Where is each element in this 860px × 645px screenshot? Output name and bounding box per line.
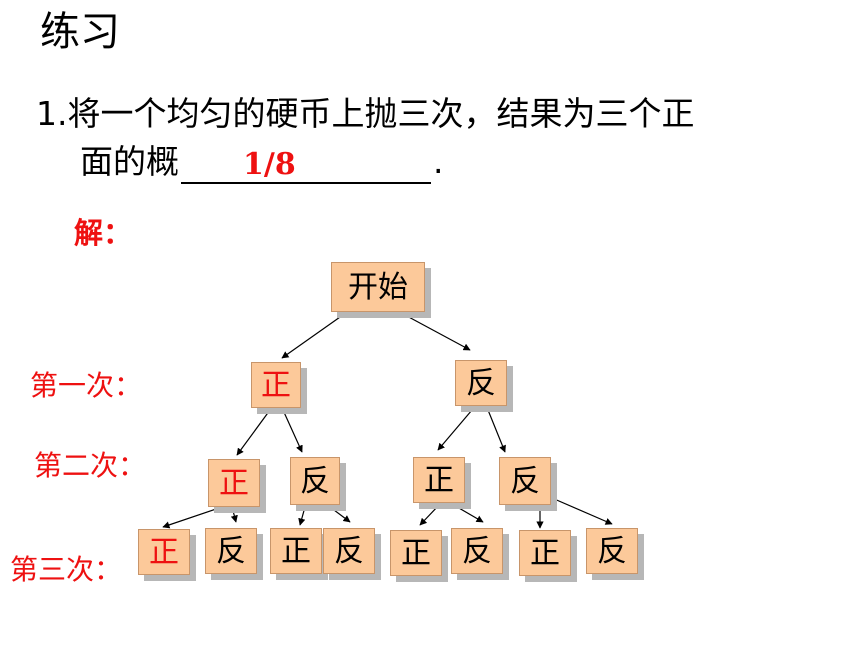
page-title: 练习 — [40, 9, 120, 55]
node-l3-1: 正 — [138, 529, 190, 575]
row-label-third: 第三次： — [10, 553, 123, 586]
node-l1-heads: 正 — [251, 362, 301, 408]
edge-l2c-l3f — [451, 503, 484, 523]
edge-l2a-l3a — [162, 506, 223, 529]
question-number: 1. — [36, 94, 68, 133]
edge-l1b-l2c — [437, 409, 473, 451]
edge-l2c-l3e — [419, 503, 441, 526]
solution-label: 解： — [74, 216, 133, 250]
question-text-2: 面的概 — [80, 142, 179, 181]
node-l3-8: 反 — [586, 528, 638, 574]
edge-l2b-l3d — [329, 506, 351, 523]
edge-l2b-l3c — [298, 506, 306, 526]
edge-l1a-l2b — [282, 409, 303, 453]
node-l3-4: 反 — [323, 528, 375, 574]
question-line-1: 1.将一个均匀的硬币上抛三次，结果为三个正 — [36, 92, 695, 136]
node-l3-7: 正 — [519, 530, 571, 576]
row-label-second: 第二次： — [34, 449, 147, 482]
edge-l2d-l3h — [551, 497, 613, 525]
question-text-1: 将一个均匀的硬币上抛三次，结果为三个正 — [67, 94, 695, 133]
question-line-2: 面的概 1/8. — [80, 140, 444, 184]
node-l2-heads-1: 正 — [208, 459, 260, 507]
answer-value: 1/8 — [243, 147, 296, 182]
node-l2-tails-2: 反 — [499, 457, 551, 505]
edge-root-l1a — [281, 309, 351, 359]
edge-root-l1b — [404, 314, 471, 351]
question-period: . — [433, 142, 444, 181]
tree-root-node: 开始 — [331, 262, 425, 312]
row-label-first: 第一次： — [30, 369, 143, 402]
node-l3-2: 反 — [205, 528, 257, 574]
node-l1-tails: 反 — [455, 360, 507, 406]
node-l3-6: 反 — [451, 528, 503, 574]
answer-blank: 1/8 — [181, 142, 431, 184]
node-l2-tails-1: 反 — [290, 457, 340, 505]
edge-l2a-l3b — [230, 506, 238, 523]
edge-l1a-l2a — [236, 409, 271, 456]
node-l2-heads-2: 正 — [413, 457, 465, 503]
edge-l1b-l2d — [487, 409, 506, 453]
node-l3-3: 正 — [270, 528, 322, 574]
node-l3-5: 正 — [390, 530, 442, 576]
